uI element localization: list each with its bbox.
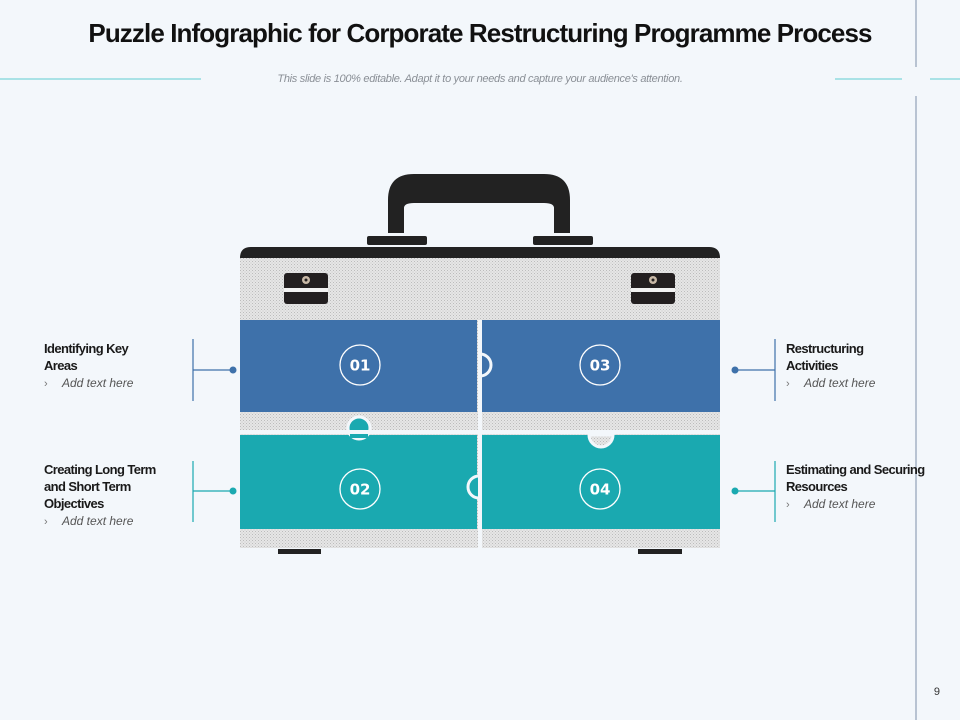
chevron-right-icon: › (44, 378, 48, 390)
label-title: Estimating and Securing Resources (786, 461, 956, 495)
clasp-left (284, 273, 328, 304)
page-number: 9 (933, 686, 940, 698)
puzzle-socket-04-top (587, 433, 615, 449)
label-text-value: Add text here (804, 497, 876, 511)
connector-04 (731, 461, 776, 522)
label-title-line: Restructuring (786, 341, 864, 356)
label-text: › Add text here (786, 496, 956, 514)
handle-mount-left (367, 236, 427, 245)
label-title-line: Estimating and Securing (786, 462, 925, 477)
label-title-line: Identifying Key (44, 341, 129, 356)
label-title-line: and Short Term (44, 479, 131, 494)
step-number: 02 (350, 481, 371, 499)
step-badge-03: 03 (579, 344, 621, 386)
step-number: 03 (590, 357, 611, 375)
label-title: Creating Long Term and Short Term Object… (44, 461, 204, 512)
horizontal-seam (240, 430, 720, 434)
connector-03 (731, 339, 776, 401)
puzzle-knob-02-neck (350, 432, 368, 438)
label-estimating-resources: Estimating and Securing Resources › Add t… (786, 461, 956, 514)
label-title: Identifying Key Areas (44, 340, 204, 374)
step-badge-02: 02 (339, 468, 381, 510)
step-badge-01: 01 (339, 344, 381, 386)
label-text-value: Add text here (62, 514, 134, 528)
puzzle-knob-02-04 (466, 474, 480, 500)
puzzle-piece-01 (240, 320, 477, 412)
label-text: › Add text here (44, 375, 204, 393)
case-lid (240, 247, 720, 258)
label-title: Restructuring Activities (786, 340, 946, 374)
chevron-right-icon: › (44, 516, 48, 528)
label-text: › Add text here (786, 375, 946, 393)
label-text-value: Add text here (804, 376, 876, 390)
slide-title: Puzzle Infographic for Corporate Restruc… (88, 18, 872, 48)
accent-line-left (0, 78, 201, 80)
puzzle-piece-02 (240, 435, 477, 529)
handle-mount-right (533, 236, 593, 245)
label-restructuring-activities: Restructuring Activities › Add text here (786, 340, 946, 393)
label-creating-objectives: Creating Long Term and Short Term Object… (44, 461, 204, 531)
label-title-line: Areas (44, 358, 78, 373)
step-badge-04: 04 (579, 468, 621, 510)
vertical-divider-top (915, 0, 917, 67)
case-foot-right (638, 549, 682, 554)
label-text-value: Add text here (62, 376, 134, 390)
vertical-divider (915, 96, 917, 720)
label-text: › Add text here (44, 513, 204, 531)
label-identifying-key-areas: Identifying Key Areas › Add text here (44, 340, 204, 393)
clasp-right (631, 273, 675, 304)
step-number: 01 (350, 357, 371, 375)
connector-02 (192, 461, 237, 522)
handle-icon (388, 174, 570, 233)
step-number: 04 (590, 481, 611, 499)
label-title-line: Objectives (44, 496, 104, 511)
label-title-line: Resources (786, 479, 848, 494)
case-foot-left (278, 549, 321, 554)
label-title-line: Activities (786, 358, 838, 373)
chevron-right-icon: › (786, 378, 790, 390)
accent-line-far-right (930, 78, 960, 80)
label-title-line: Creating Long Term (44, 462, 156, 477)
puzzle-knob-01-03 (479, 352, 493, 378)
puzzle-piece-03 (482, 320, 720, 412)
accent-line-right (835, 78, 902, 80)
puzzle-piece-04 (482, 435, 720, 529)
connector-01 (192, 339, 237, 401)
chevron-right-icon: › (786, 499, 790, 511)
slide-subtitle: This slide is 100% editable. Adapt it to… (277, 73, 683, 85)
